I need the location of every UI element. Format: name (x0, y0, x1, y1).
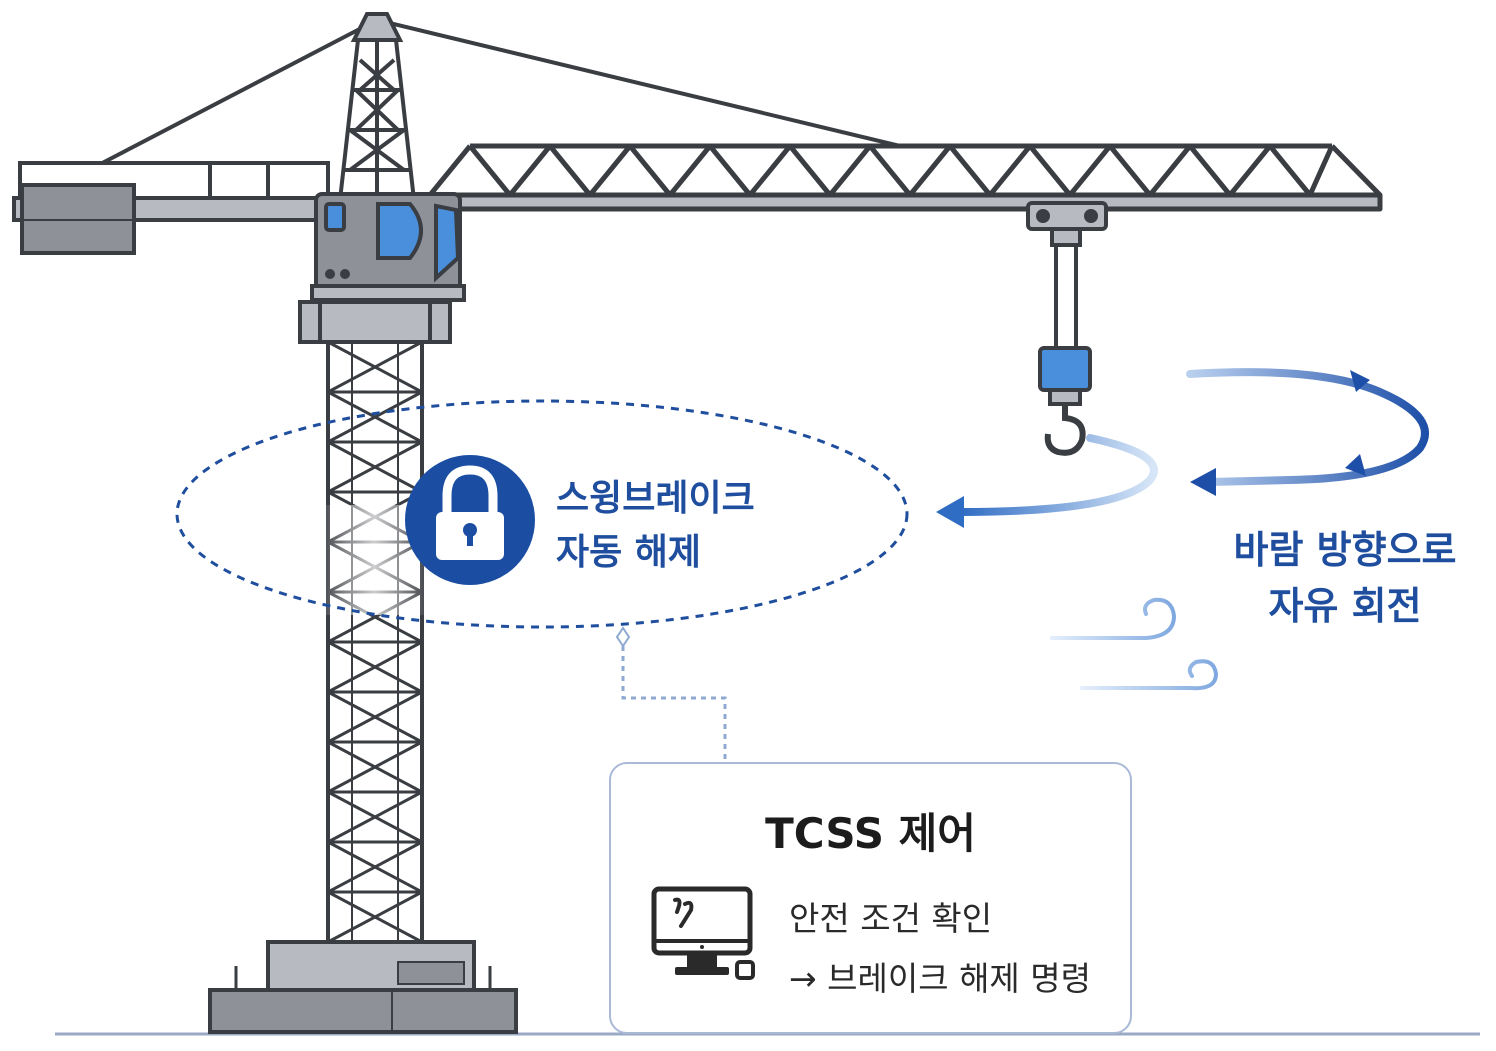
tcss-line-safety-check: 안전 조건 확인 (789, 899, 993, 938)
wind-icon (998, 597, 1219, 691)
tower-mast (326, 340, 424, 944)
tcss-line-release-command: → 브레이크 해제 명령 (789, 959, 1091, 998)
main-jib (427, 143, 1383, 212)
rotation-arrow-left (936, 434, 1158, 528)
tcss-title: TCSS 제어 (765, 809, 976, 858)
counter-jib (12, 161, 336, 255)
connector-line (615, 626, 727, 762)
swing-brake-label-line1: 스윙브레이크 (556, 478, 755, 519)
operator-cab (310, 192, 466, 302)
wind-rotation-label-line2: 자유 회전 (1268, 584, 1422, 628)
turntable (298, 300, 452, 344)
trolley-hook (1026, 201, 1108, 456)
rotation-arrow-right (1186, 368, 1429, 496)
swing-brake-label: 스윙브레이크 자동 해제 (556, 472, 755, 580)
monitor-icon (651, 886, 755, 980)
wind-rotation-label: 바람 방향으로 자유 회전 (1210, 522, 1480, 634)
swing-brake-ellipse (175, 399, 909, 629)
guy-cables (59, 18, 901, 187)
crane-base (208, 940, 518, 1034)
wind-rotation-label-line1: 바람 방향으로 (1233, 528, 1457, 572)
mast-head (338, 12, 416, 201)
lock-icon (405, 455, 535, 585)
tcss-control-panel: TCSS 제어 안전 조건 확인 → 브레이크 해제 명령 (609, 762, 1132, 1034)
swing-brake-label-line2: 자동 해제 (556, 532, 702, 573)
